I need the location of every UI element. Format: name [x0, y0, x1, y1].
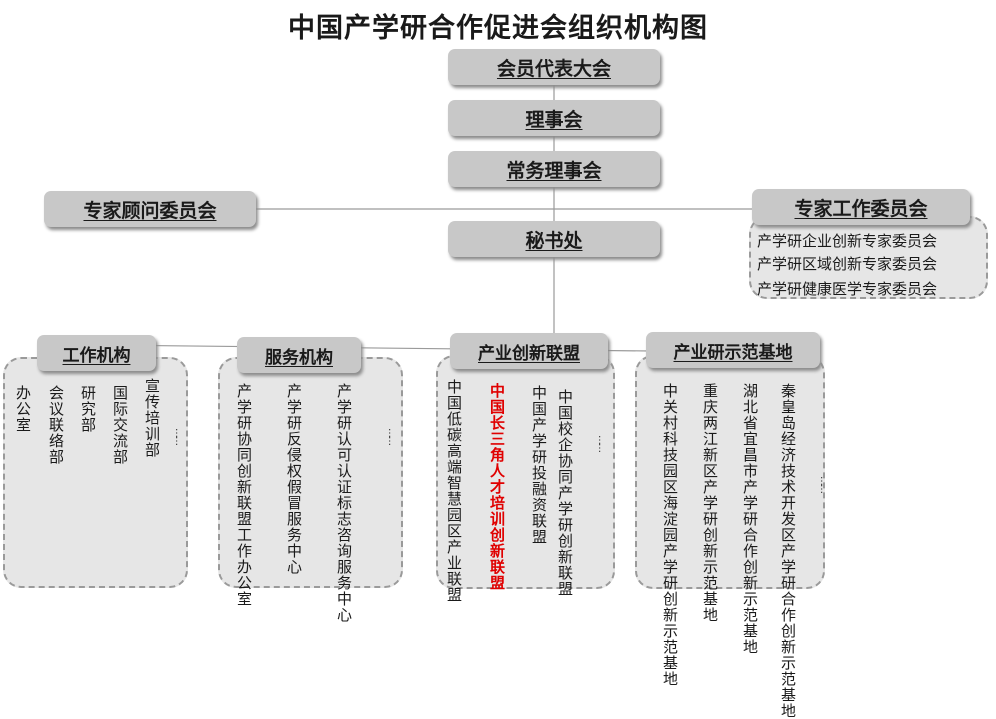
demo-item-yichang: 湖北省宜昌市产学研合作创新示范基地: [741, 383, 759, 655]
advisory-committee-box: 专家顾问委员会: [44, 191, 256, 227]
service-item-anti-counterfeit: 产学研反侵权假冒服务中心: [285, 383, 303, 575]
expert-work-item: 产学研区域创新专家委员会: [757, 255, 938, 273]
demo-item-chongqing: 重庆两江新区产学研创新示范基地: [701, 383, 719, 623]
standing-council-box: 常务理事会: [448, 151, 660, 187]
alliance-item-yangtze-training: 中国长三角人才培训创新联盟: [488, 383, 506, 591]
alliance-group-header: 产业创新联盟: [450, 333, 608, 369]
demo-group-header: 产业研示范基地: [646, 332, 820, 368]
work-item-publicity: 宣传培训部: [143, 378, 161, 458]
alliance-item-low-carbon: 中国低碳高端智慧园区产业联盟: [445, 379, 463, 603]
chart-title: 中国产学研合作促进会组织机构图: [288, 13, 708, 44]
work-group-header: 工作机构: [37, 335, 156, 371]
expert-work-item: 产学研企业创新专家委员会: [757, 232, 938, 250]
demo-item-zhongguancun: 中关村科技园区海淀园产学研创新示范基地: [661, 383, 679, 687]
expert-work-committee-label: 专家工作委员会: [794, 197, 928, 220]
work-item-international: 国际交流部: [111, 385, 129, 465]
secretariat-box: 秘书处: [448, 221, 660, 257]
service-item-certification: 产学研认可认证标志咨询服务中心: [335, 383, 353, 623]
work-more-ellipsis: ……: [173, 428, 184, 444]
work-group-panel: [3, 357, 188, 588]
service-group-panel: [218, 357, 403, 588]
council-label: 理事会: [525, 108, 583, 131]
work-item-meeting: 会议联络部: [47, 385, 65, 465]
assembly-box: 会员代表大会: [448, 49, 660, 85]
alliance-item-school-enterprise: 中国校企协同产学研创新联盟: [556, 389, 574, 597]
alliance-item-investment: 中国产学研投融资联盟: [530, 385, 548, 545]
council-box: 理事会: [448, 100, 660, 136]
work-item-office: 办公室: [14, 385, 32, 433]
advisory-committee-label: 专家顾问委员会: [83, 199, 217, 222]
demo-item-qinhuangdao: 秦皇岛经济技术开发区产学研合作创新示范基地: [779, 383, 797, 719]
standing-council-label: 常务理事会: [506, 159, 602, 182]
assembly-label: 会员代表大会: [496, 57, 611, 80]
expert-work-item: 产学研健康医学专家委员会: [757, 280, 938, 298]
service-item-collab-office: 产学研协同创新联盟工作办公室: [235, 383, 253, 607]
demo-group-panel: [635, 355, 825, 589]
service-more-ellipsis: ……: [386, 428, 397, 444]
service-group-header: 服务机构: [237, 337, 361, 373]
work-item-research: 研究部: [79, 385, 97, 433]
demo-more-ellipsis: ……: [818, 476, 829, 492]
secretariat-label: 秘书处: [525, 229, 583, 252]
alliance-more-ellipsis: ……: [596, 435, 607, 451]
expert-work-committee-box: 专家工作委员会: [752, 189, 970, 225]
